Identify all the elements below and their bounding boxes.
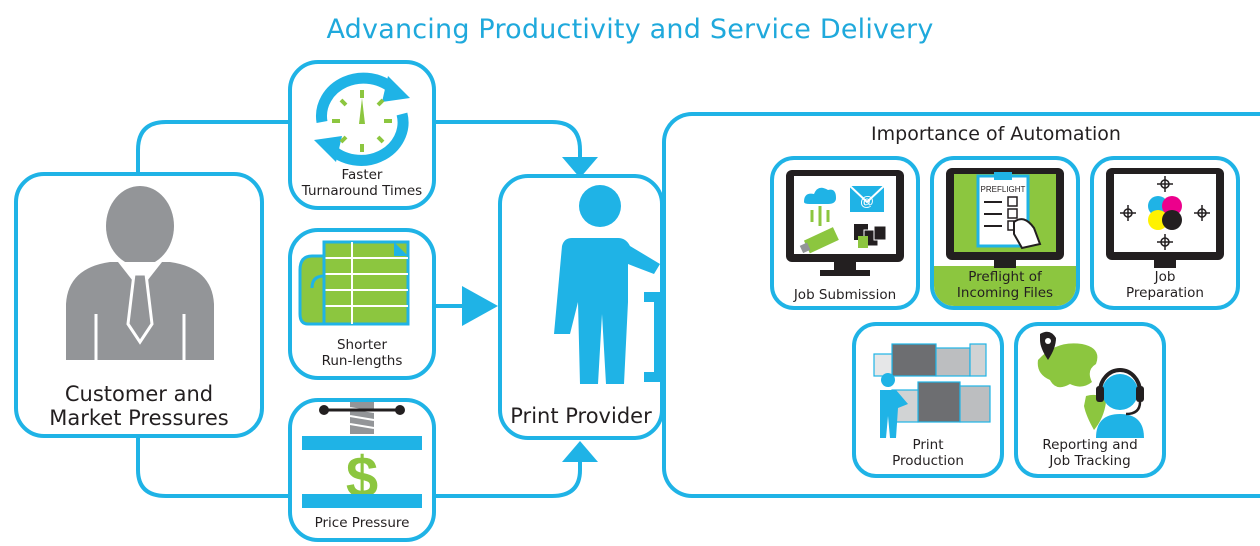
monitor-submission-icon: @ <box>786 170 904 276</box>
operator-at-terminal-icon <box>554 185 692 384</box>
monitor-preflight-icon: PREFLIGHT <box>946 168 1064 268</box>
provider-label: Print Provider <box>510 404 652 428</box>
arrow-down-icon <box>562 157 598 178</box>
runlengths-label: Shorter Run-lengths <box>321 337 403 369</box>
job-preparation-label: Job Preparation <box>1126 269 1204 301</box>
clipboard-icon <box>976 174 1030 248</box>
svg-text:@: @ <box>860 193 874 209</box>
cloud-icon <box>804 187 836 204</box>
registration-mark-icon <box>1120 176 1210 250</box>
businessman-icon <box>66 186 214 360</box>
print-production-label: Print Production <box>892 437 964 469</box>
connector-customer-bottom <box>136 438 288 498</box>
pressure-box-turnaround <box>288 60 436 210</box>
monitor-color-registration-icon <box>1106 168 1224 268</box>
reporting-label: Reporting and Job Tracking <box>1042 437 1138 469</box>
connector-top-to-provider <box>436 120 582 160</box>
documents-icon <box>298 240 410 326</box>
page-title: Advancing Productivity and Service Deliv… <box>326 14 934 45</box>
location-pin-icon <box>1040 331 1056 360</box>
svg-text:PREFLIGHT: PREFLIGHT <box>981 185 1026 194</box>
pointing-hand-icon <box>1013 218 1042 250</box>
customer-label: Customer and Market Pressures <box>49 382 229 431</box>
price-label: Price Pressure <box>314 515 410 531</box>
arrow-right-icon <box>462 286 498 326</box>
automation-title: Importance of Automation <box>871 123 1121 145</box>
operator-icon <box>880 390 908 438</box>
map-icon <box>1037 343 1098 388</box>
turnaround-label: Faster Turnaround Times <box>301 167 423 199</box>
connector-customer-top <box>136 120 288 172</box>
globe-headset-icon <box>1037 331 1144 438</box>
dollar-press-icon: $ <box>302 402 422 510</box>
printing-press-icon <box>873 343 991 438</box>
usb-drive-icon <box>799 227 839 254</box>
connector-bottom-to-provider <box>436 460 582 498</box>
clock-cycle-icon <box>314 72 410 166</box>
preflight-label: Preflight of Incoming Files <box>956 269 1054 301</box>
job-submission-label: Job Submission <box>793 287 897 303</box>
support-agent-icon <box>1102 374 1138 410</box>
arrow-up-icon <box>562 441 598 462</box>
files-icon <box>854 224 887 248</box>
